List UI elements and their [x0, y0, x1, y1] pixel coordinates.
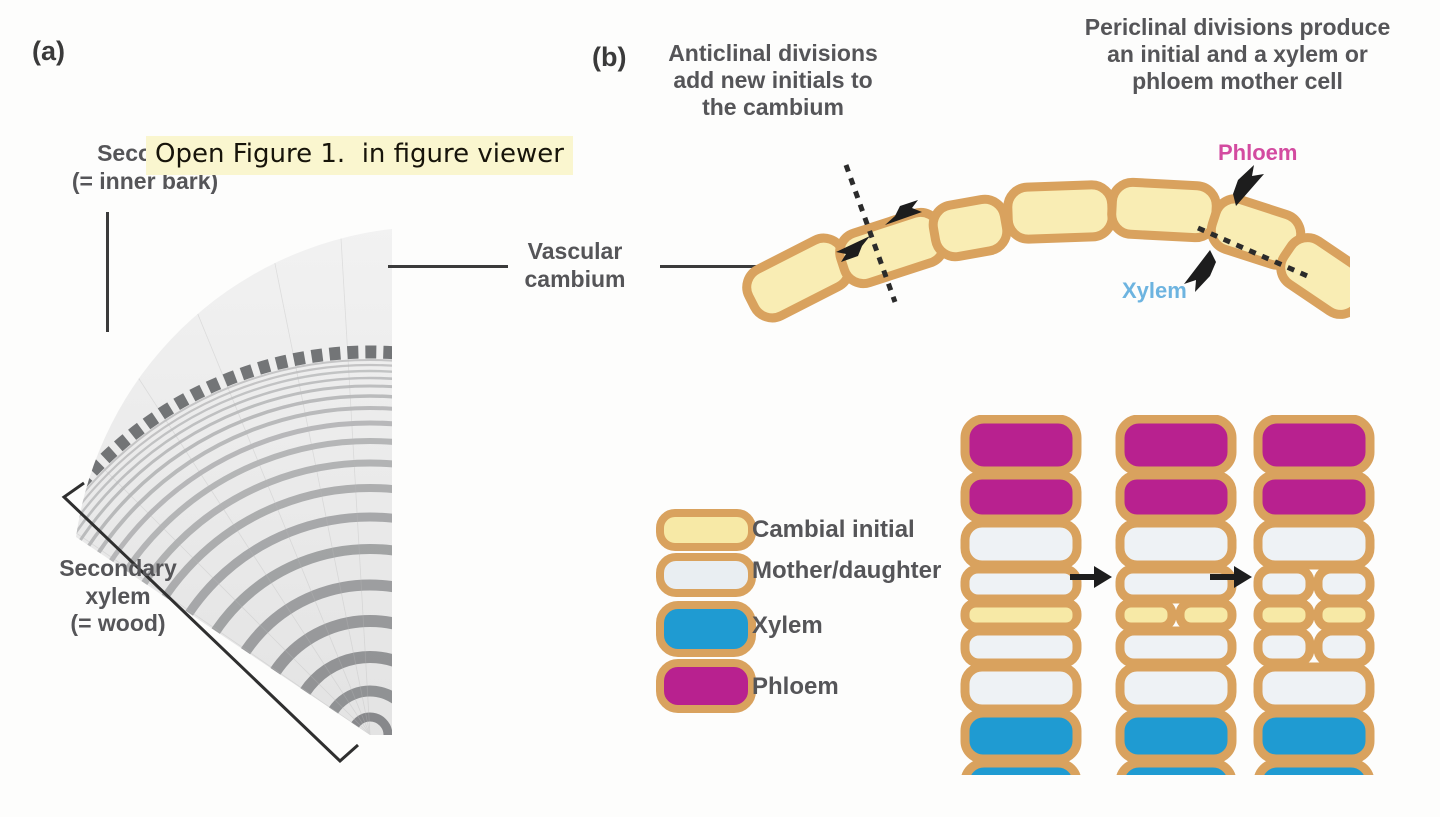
stage-arrow-2: [1208, 560, 1254, 594]
legend-label-cambial-initial: Cambial initial: [752, 516, 915, 543]
label-phloem-direction: Phloem: [1218, 140, 1298, 165]
label-xylem-direction: Xylem: [1122, 278, 1187, 303]
cell-column-stage-3: [1248, 415, 1383, 775]
cambium-arc-diagram: [740, 150, 1350, 325]
periclinal-division-line: [1196, 225, 1314, 281]
label-vascular-cambium-line2: cambium: [524, 265, 626, 292]
panel-b-letter: (b): [592, 42, 627, 72]
bracket-secondary-xylem: [61, 481, 359, 764]
anticlinal-arrows: [836, 200, 922, 262]
leader-line-cambium-right: [660, 265, 770, 268]
legend-swatch-cambial-initial: [656, 509, 756, 551]
caption-anticlinal-line1: Anticlinal divisions: [668, 40, 878, 66]
anticlinal-division-line: [843, 164, 898, 303]
legend-swatch-xylem: [656, 601, 756, 657]
label-secondary-xylem-line3: (= wood): [70, 610, 166, 637]
label-secondary-xylem-line2: xylem: [85, 582, 151, 609]
caption-periclinal: Periclinal divisions produce an initial …: [1045, 14, 1430, 95]
caption-anticlinal-line2: add new initials to: [673, 67, 873, 94]
caption-anticlinal: Anticlinal divisions add new initials to…: [648, 40, 898, 121]
legend: [650, 505, 980, 715]
caption-anticlinal-line3: the cambium: [702, 94, 844, 121]
label-secondary-xylem-line1: Secondary: [59, 555, 177, 581]
legend-label-phloem: Phloem: [752, 673, 839, 700]
cell-column-stage-2: [1110, 415, 1245, 775]
periclinal-arrows: [1184, 165, 1264, 292]
caption-periclinal-line1: Periclinal divisions produce: [1084, 14, 1391, 40]
label-secondary-xylem: Secondary xylem (= wood): [18, 555, 218, 638]
caption-periclinal-line2: an initial and a xylem or: [1107, 41, 1368, 68]
legend-swatch-mother-daughter: [656, 553, 756, 597]
caption-periclinal-line3: phloem mother cell: [1132, 68, 1343, 95]
figure-viewer-tooltip[interactable]: Open Figure 1. in figure viewer: [146, 136, 573, 175]
legend-label-xylem: Xylem: [752, 612, 823, 639]
leader-line-cambium-left: [388, 265, 508, 268]
panel-a-letter: (a): [32, 36, 65, 66]
stage-arrow-1: [1068, 560, 1114, 594]
micrograph-tree-rings: [40, 215, 430, 775]
label-vascular-cambium: Vascular cambium: [505, 238, 645, 293]
leader-line-phloem: [106, 212, 109, 332]
label-vascular-cambium-line1: Vascular: [527, 238, 623, 264]
legend-label-mother-daughter: Mother/daughter: [752, 557, 942, 584]
legend-swatch-phloem: [656, 659, 756, 713]
cell-column-stage-1: [955, 415, 1090, 775]
